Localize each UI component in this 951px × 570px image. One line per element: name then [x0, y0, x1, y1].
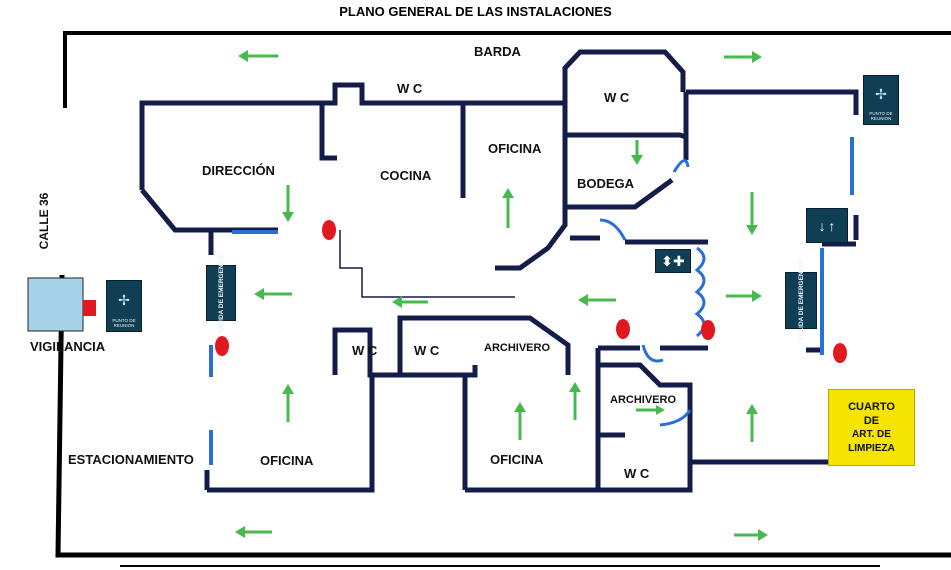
wall [397, 315, 571, 375]
bodega-label: BODEGA [577, 176, 635, 191]
direccion-label: DIRECCIÓN [202, 163, 275, 178]
arrow-icon [282, 185, 294, 222]
meeting-point-text: PUNTO DE REUNION [869, 111, 893, 121]
wall [495, 103, 568, 271]
wall [322, 82, 565, 106]
archivero-label: ARCHIVERO [610, 394, 677, 406]
wall [686, 89, 859, 115]
wall [319, 103, 337, 161]
stairs-icon: ↓ ↑ [806, 208, 848, 243]
wall [332, 327, 400, 378]
wc-label: W C [624, 466, 650, 481]
arrow-icon [726, 290, 762, 302]
fire-extinguisher-icon [322, 220, 336, 240]
fire-extinguisher-icon [833, 343, 847, 363]
wall [625, 132, 687, 140]
cleaning-room-line1: CUARTO [848, 400, 895, 413]
estacionamiento-label: ESTACIONAMIENTO [68, 452, 194, 467]
wall [598, 362, 693, 410]
arrow-icon [734, 529, 768, 541]
wall [140, 188, 278, 233]
wall [598, 430, 693, 493]
arrow-icon [746, 192, 758, 235]
door [599, 218, 627, 241]
emergency-exit-text: SALIDA DE EMERGENCIA [797, 260, 805, 341]
arrow-icon [578, 294, 616, 306]
cleaning-room-line3: ART. DE LIMPIEZA [848, 428, 895, 454]
wall [687, 410, 828, 465]
door [659, 409, 692, 427]
oficina-label: OFICINA [490, 452, 544, 467]
wc-label: W C [397, 81, 423, 96]
property-boundary-left [55, 274, 951, 558]
archivero-label: ARCHIVERO [484, 342, 551, 354]
arrow-icon [631, 140, 643, 165]
meeting-point-icon: ✢ PUNTO DE REUNION [863, 75, 899, 125]
barda-label: BARDA [474, 44, 521, 59]
label-patch [470, 337, 548, 365]
wc-label: W C [352, 343, 378, 358]
fire-extinguisher-icon [215, 336, 229, 356]
arrow-icon [238, 50, 278, 62]
cocina-label: COCINA [380, 168, 432, 183]
extinguishers [215, 220, 847, 363]
meeting-point-icon: ✢ PUNTO DE REUNION [106, 280, 142, 332]
emergency-exit-text: SALIDA DE EMERGENCIA [217, 252, 225, 334]
arrow-icon [746, 404, 758, 442]
arrows [235, 50, 768, 541]
first-aid-icon: ⬍✚ [655, 249, 691, 273]
wall [139, 100, 322, 190]
emergency-exit-sign: SALIDA DE EMERGENCIA [206, 253, 236, 333]
calle-label: CALLE 36 [37, 192, 51, 250]
wc-label: W C [414, 343, 440, 358]
arrow-icon [235, 526, 272, 538]
door [641, 344, 664, 363]
arrow-icon [636, 405, 665, 415]
oficina-label: OFICINA [260, 453, 314, 468]
wall [565, 177, 674, 210]
vigilancia-door [83, 300, 96, 316]
arrow-icon [569, 382, 581, 420]
cleaning-room-line2: DE [863, 414, 880, 427]
vigilancia-booth [27, 277, 84, 332]
wall [207, 375, 375, 493]
property-boundary [63, 31, 951, 108]
arrow-icon [392, 296, 428, 308]
wc-label: W C [604, 90, 630, 105]
partition-line [339, 230, 515, 298]
fire-extinguisher-icon [616, 319, 630, 339]
cleaning-room: CUARTO DE ART. DE LIMPIEZA [828, 389, 915, 466]
walls [139, 49, 859, 493]
fire-extinguisher-icon [701, 320, 715, 340]
oficina-label: OFICINA [488, 141, 542, 156]
arrow-icon [514, 402, 526, 440]
emergency-exit-sign: SALIDA DE EMERGENCIA [785, 260, 817, 341]
vigilancia-label: VIGILANCIA [30, 339, 106, 354]
plan-title: PLANO GENERAL DE LAS INSTALACIONES [339, 4, 612, 19]
door [694, 246, 706, 338]
door [672, 159, 690, 173]
meeting-point-text: PUNTO DE REUNION [112, 318, 136, 328]
arrow-icon [254, 288, 292, 300]
arrow-icon [502, 188, 514, 228]
arrow-icon [282, 384, 294, 422]
arrow-icon [724, 51, 762, 63]
wall [562, 49, 686, 103]
doors [209, 137, 854, 465]
